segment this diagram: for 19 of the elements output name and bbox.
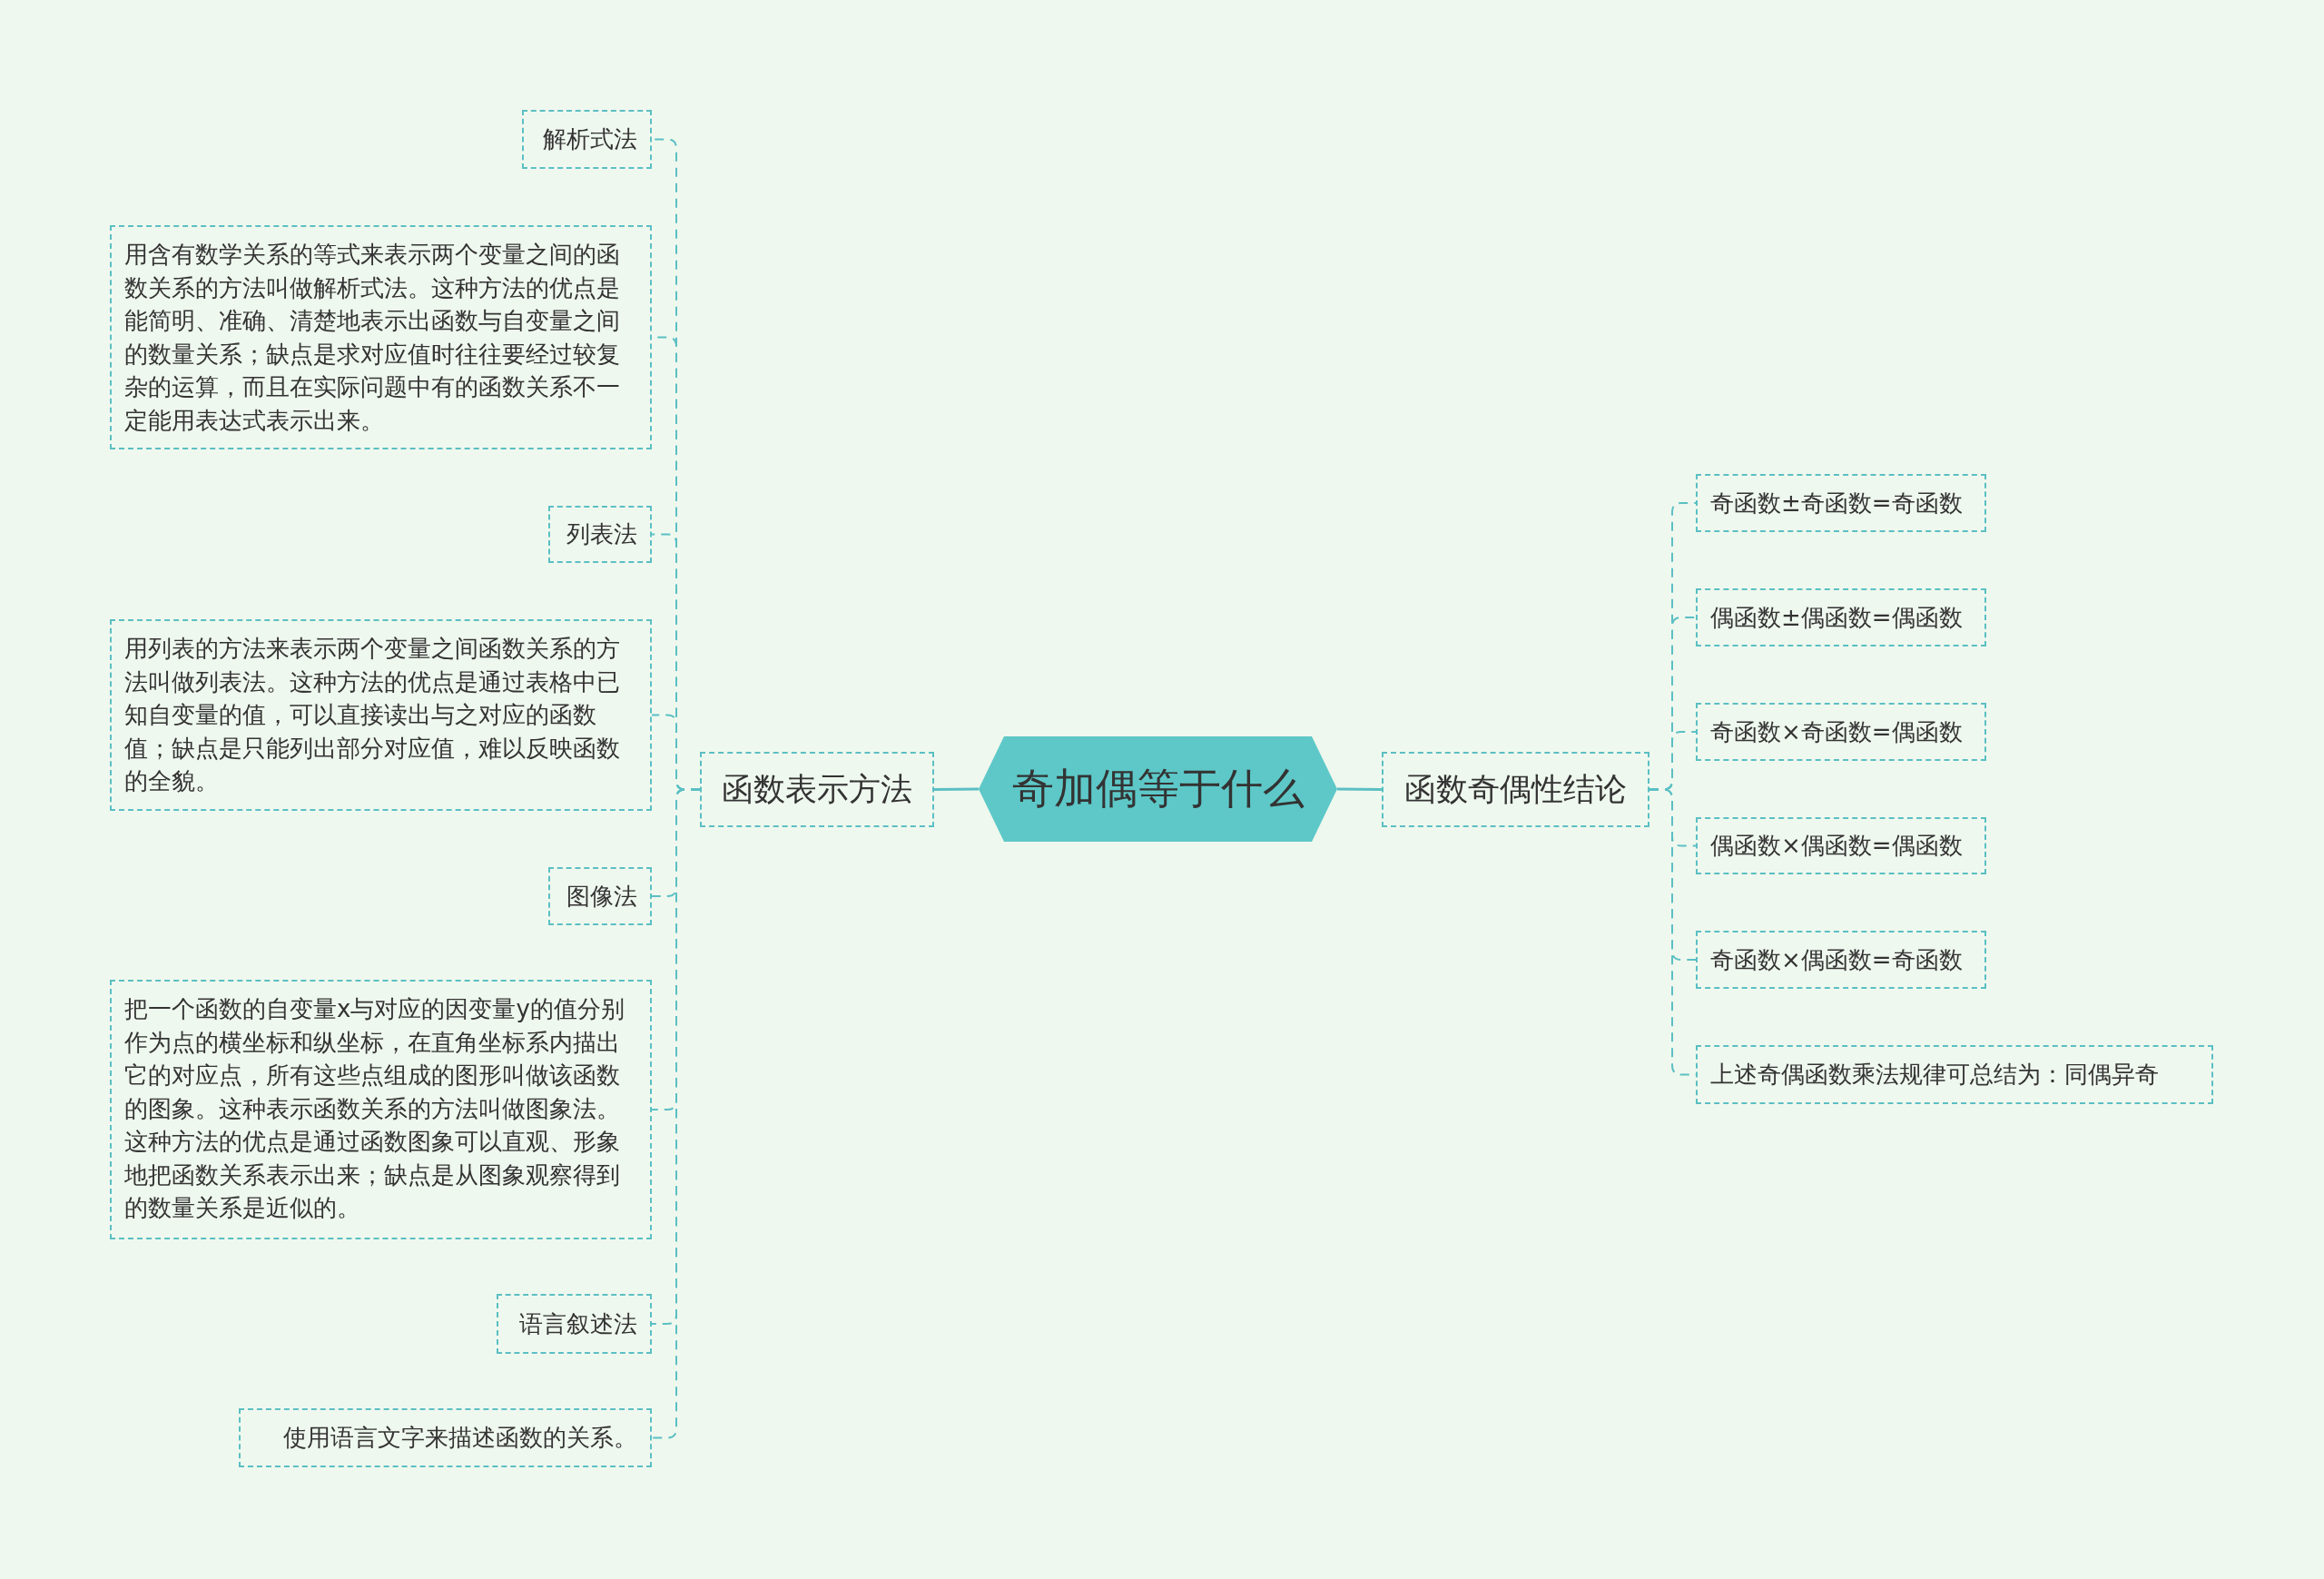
subtopic-box: 解析式法 (522, 110, 652, 169)
subtopic-box: 上述奇偶函数乘法规律可总结为：同偶异奇 (1696, 1045, 2213, 1104)
subtopic-box: 语言叙述法 (497, 1294, 652, 1354)
subtopic-box: 偶函数±偶函数=偶函数 (1696, 588, 1986, 646)
subtopic-box: 图像法 (548, 867, 652, 925)
subtopic-box: 偶函数×偶函数=偶函数 (1696, 817, 1986, 874)
connector-line (934, 787, 979, 791)
topic-box: 函数奇偶性结论 (1382, 752, 1649, 827)
note-box: 用列表的方法来表示两个变量之间函数关系的方法叫做列表法。这种方法的优点是通过表格中已知自变量的值，可以直接读出与之对应的函数值；缺点是只能列出部分对应值，难以反映函数的全貌。 (110, 619, 652, 811)
connector-line (1337, 787, 1382, 791)
subtopic-box: 奇函数×偶函数=奇函数 (1696, 931, 1986, 989)
subtopic-box: 奇函数±奇函数=奇函数 (1696, 474, 1986, 532)
topic-box: 函数表示方法 (700, 752, 934, 827)
subtopic-box: 列表法 (548, 506, 652, 563)
subtopic-box: 使用语言文字来描述函数的关系。 (239, 1408, 652, 1467)
central-topic: 奇加偶等于什么 (979, 736, 1337, 842)
note-box: 用含有数学关系的等式来表示两个变量之间的函数关系的方法叫做解析式法。这种方法的优点是能简明、准确、清楚地表示出函数与自变量之间的数量关系；缺点是求对应值时往往要经过较复杂的运算，而且在实际问题中有的函数关系不一定能用表达式表示出来。 (110, 225, 652, 449)
subtopic-box: 奇函数×奇函数=偶函数 (1696, 703, 1986, 761)
note-box: 把一个函数的自变量x与对应的因变量y的值分别作为点的横坐标和纵坐标，在直角坐标系内描出它的对应点，所有这些点组成的图形叫做该函数的图象。这种表示函数关系的方法叫做图象法。这种方法的优点是通过函数图象可以直观、形象地把函数关系表示出来；缺点是从图象观察得到的数量关系是近似的。 (110, 980, 652, 1239)
